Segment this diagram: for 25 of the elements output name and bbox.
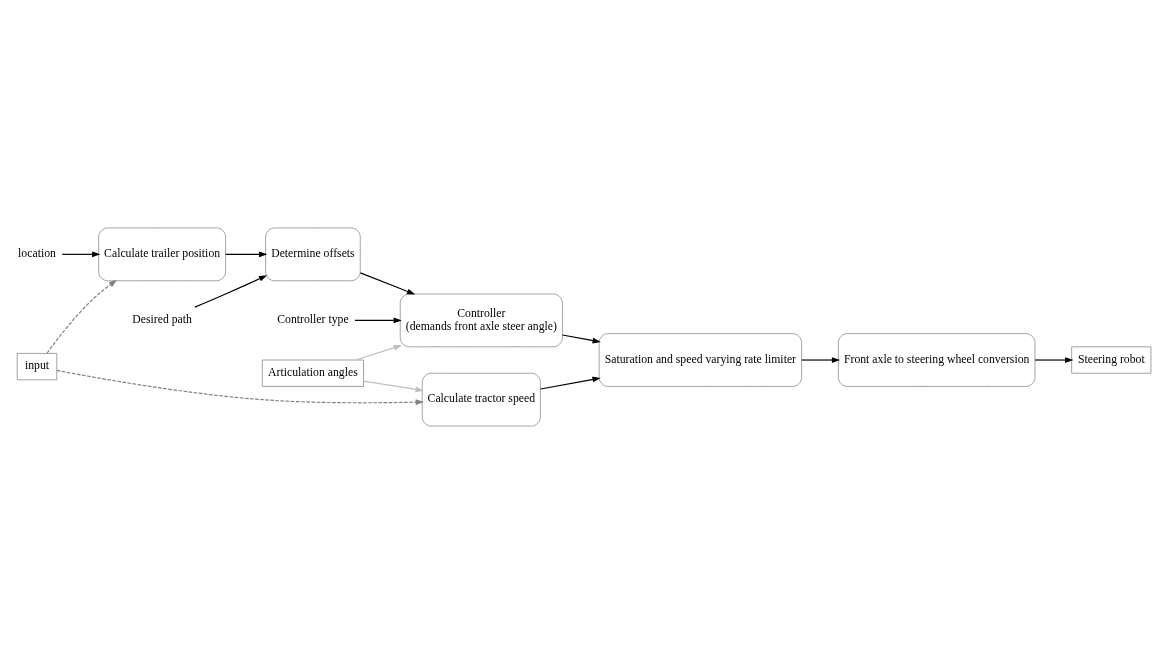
arrow — [561, 333, 601, 343]
arrow — [363, 380, 424, 392]
node-box: Saturation and speed varying rate limiter — [598, 332, 802, 387]
node-box: Articulation angles — [261, 359, 364, 387]
node-box: Calculate tractor speed — [421, 372, 541, 426]
arrow — [61, 250, 101, 257]
node-text: location — [18, 246, 56, 260]
node-box: input — [16, 352, 58, 380]
node-box: Controller (demands front axle steer angle) — [399, 293, 563, 347]
arrow — [355, 344, 402, 361]
arrow — [194, 274, 268, 308]
arrow — [354, 317, 402, 323]
node-box: Calculate trailer position — [98, 227, 226, 281]
arrow — [540, 376, 601, 390]
arrow — [359, 271, 416, 295]
arrow — [1034, 356, 1074, 363]
arrow — [46, 279, 118, 354]
node-text: Controller type — [277, 312, 349, 326]
node-box: Determine offsets — [265, 227, 361, 281]
node-text: Desired path — [132, 312, 192, 326]
arrow — [801, 356, 841, 363]
node-box: Front axle to steering wheel conversion — [837, 332, 1036, 387]
node-box: Steering robot — [1071, 345, 1152, 374]
arrow — [56, 369, 424, 405]
arrow — [225, 250, 268, 257]
